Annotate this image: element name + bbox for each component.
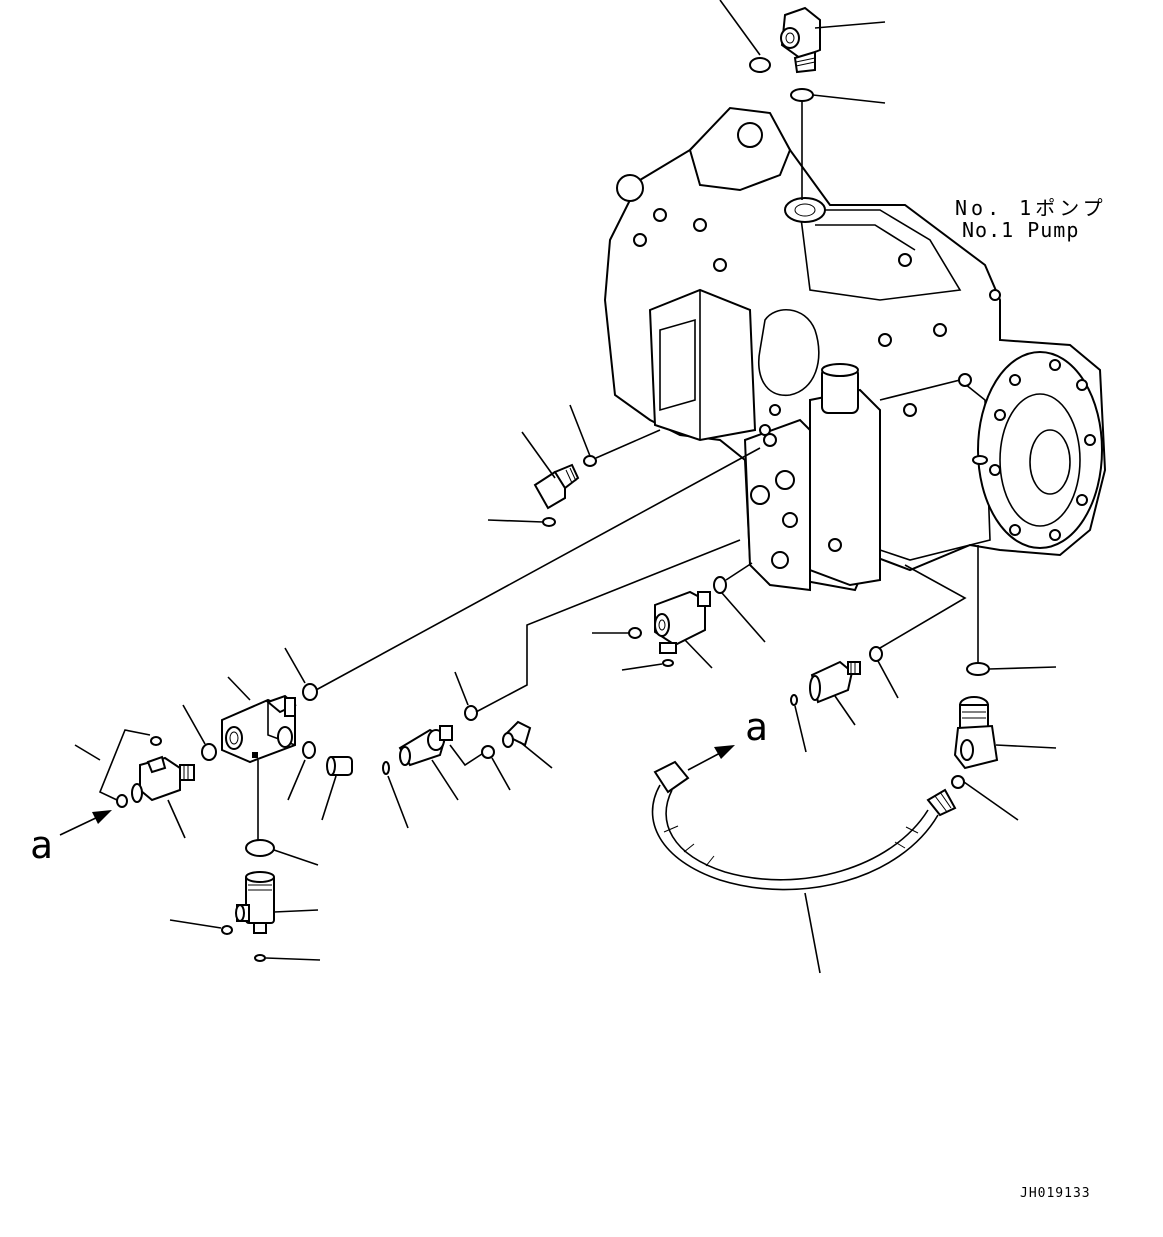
o-ring [302, 741, 316, 759]
o-ring [150, 736, 162, 746]
elbow-fitting [654, 590, 711, 654]
pump-label-english: No.1 Pump [962, 218, 1080, 242]
lower-tee-fitting [235, 839, 275, 934]
tee-block-fitting [221, 694, 297, 764]
connector-fitting [398, 725, 453, 767]
hose [651, 760, 957, 891]
o-ring [254, 954, 266, 962]
o-ring [542, 517, 556, 527]
o-ring [221, 925, 233, 935]
reference-code: JH019133 [1020, 1186, 1091, 1201]
o-ring [790, 694, 798, 706]
o-ring [583, 455, 597, 467]
o-ring [951, 775, 965, 789]
pump-assembly [603, 106, 1107, 592]
small-tee-fitting [131, 755, 195, 803]
o-ring [464, 705, 478, 721]
detail-marker-left: a [30, 823, 53, 867]
o-ring [966, 662, 990, 676]
detail-marker-right: a [745, 705, 768, 749]
o-ring [713, 576, 727, 594]
o-ring [302, 683, 318, 701]
o-ring [201, 743, 217, 761]
o-ring [790, 88, 814, 102]
sensor-fitting [809, 660, 861, 704]
top-elbow-fitting [780, 6, 886, 74]
o-ring [662, 659, 674, 667]
left-elbow-fitting [533, 463, 580, 510]
cap-plug [502, 720, 532, 748]
o-ring [116, 794, 128, 808]
plug [326, 756, 353, 776]
o-ring [869, 646, 883, 662]
pump-label-japanese: No. 1ポンプ [955, 196, 1107, 220]
bolt-heads [633, 208, 1096, 541]
right-elbow-fitting [953, 696, 999, 770]
o-ring [382, 761, 390, 775]
o-ring [481, 745, 495, 759]
o-ring [749, 57, 771, 73]
o-ring [628, 627, 642, 639]
